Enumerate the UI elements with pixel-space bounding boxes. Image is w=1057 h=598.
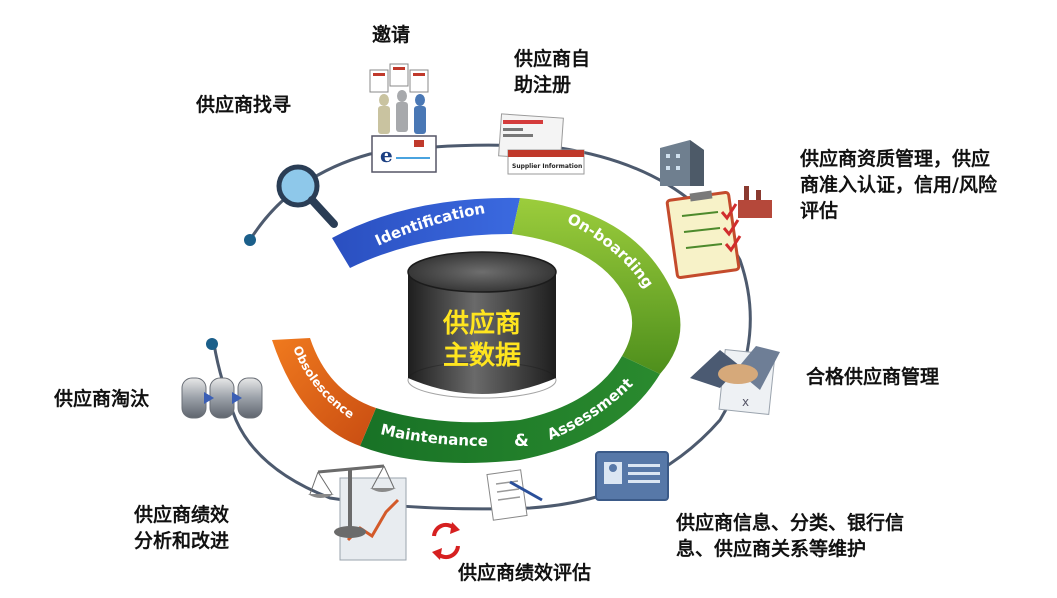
label-qualified: 合格供应商管理 — [806, 366, 940, 388]
magnifier-icon — [276, 164, 338, 228]
track-start-dot — [244, 234, 256, 246]
scale-chart-icon — [308, 464, 407, 561]
handshake-icon: x — [690, 346, 780, 415]
center-title-line2: 主数据 — [443, 341, 521, 371]
svg-text:e: e — [380, 143, 393, 167]
building-clipboard-icon — [660, 140, 772, 280]
label-qualification: 供应商资质管理，供应 商准入认证，信用/风险 评估 — [800, 148, 997, 222]
rollers-icon — [181, 377, 263, 419]
stage-obsolescence-arc — [272, 338, 376, 446]
label-find: 供应商找寻 — [196, 94, 292, 116]
label-improve: 供应商绩效 分析和改进 — [134, 504, 230, 552]
registration-form-icon: Supplier Information — [498, 113, 585, 175]
label-self-register: 供应商自 助注册 — [514, 48, 591, 96]
stage-onboarding-arc — [512, 198, 681, 374]
center-title-line1: 供应商 — [442, 308, 521, 339]
label-invite: 邀请 — [372, 24, 411, 46]
label-eliminate: 供应商淘汰 — [54, 388, 150, 410]
stage-identification-arc — [332, 197, 520, 268]
invitation-icon: e — [369, 63, 437, 173]
registration-form-text: Supplier Information — [512, 163, 582, 170]
stage-amp-label: & — [514, 431, 529, 451]
stage-maintenance-arc — [360, 356, 660, 463]
contact-card-icon — [595, 451, 669, 501]
label-info-maintenance: 供应商信息、分类、银行信 息、供应商关系等维护 — [676, 512, 905, 560]
master-data-cylinder: 供应商 主数据 — [407, 251, 557, 399]
label-evaluation: 供应商绩效评估 — [458, 562, 592, 584]
signed-document-icon — [486, 469, 543, 521]
refresh-cycle-icon — [432, 522, 460, 560]
track-end-dot — [206, 338, 218, 350]
svg-text:x: x — [742, 395, 749, 409]
